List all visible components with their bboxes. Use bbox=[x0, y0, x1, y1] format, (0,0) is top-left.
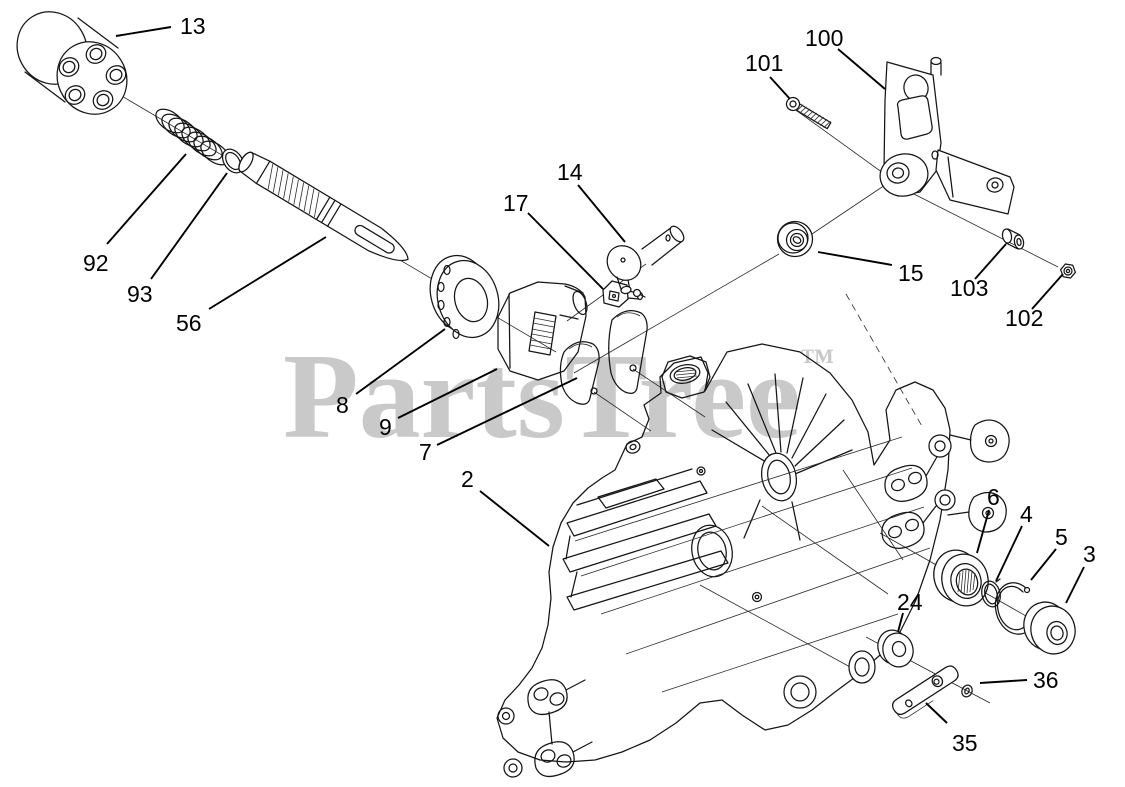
callout-4: 4 bbox=[1020, 501, 1033, 527]
callout-100: 100 bbox=[805, 25, 843, 51]
callout-17: 17 bbox=[503, 190, 529, 216]
callout-93: 93 bbox=[127, 281, 153, 307]
callout-2: 2 bbox=[461, 466, 474, 492]
part-103-spacer bbox=[1001, 228, 1025, 250]
part-24-washer bbox=[877, 629, 914, 668]
leader-5 bbox=[1030, 548, 1057, 581]
part-13-cylinder-block bbox=[16, 11, 128, 115]
callout-92: 92 bbox=[83, 250, 109, 276]
part-6-bearing bbox=[933, 549, 989, 607]
leader-17 bbox=[527, 212, 604, 290]
callout-24: 24 bbox=[897, 589, 923, 615]
leader-3 bbox=[1065, 566, 1085, 604]
leader-102 bbox=[1031, 273, 1064, 310]
callout-3: 3 bbox=[1083, 541, 1096, 567]
part-93-washer bbox=[221, 148, 245, 174]
leader-2 bbox=[479, 490, 550, 547]
part-14-trunnion-arm bbox=[606, 225, 685, 298]
leader-24 bbox=[897, 612, 904, 633]
callout-101: 101 bbox=[745, 50, 783, 76]
leader-6 bbox=[976, 509, 990, 554]
leader-4 bbox=[995, 525, 1023, 582]
callout-8: 8 bbox=[336, 392, 349, 418]
leader-8 bbox=[355, 328, 446, 395]
part-102-nut bbox=[1059, 263, 1077, 279]
callout-35: 35 bbox=[952, 730, 978, 756]
leader-15 bbox=[817, 251, 893, 266]
callout-6: 6 bbox=[987, 484, 1000, 510]
part-9-swashplate bbox=[497, 281, 588, 381]
leader-56 bbox=[208, 236, 327, 310]
callout-36: 36 bbox=[1033, 667, 1059, 693]
leader-103 bbox=[974, 243, 1007, 280]
part-8-thrust-bearing bbox=[429, 254, 500, 340]
leader-14 bbox=[577, 184, 626, 243]
leader-92 bbox=[106, 153, 187, 245]
leader-35 bbox=[925, 702, 948, 724]
callout-leader-lines bbox=[106, 26, 1085, 724]
leader-93 bbox=[150, 172, 228, 280]
callout-5: 5 bbox=[1055, 524, 1068, 550]
leader-36 bbox=[979, 679, 1028, 684]
part-7-thrust-plates bbox=[559, 310, 648, 405]
callout-14: 14 bbox=[557, 159, 583, 185]
leader-101 bbox=[769, 76, 791, 100]
watermark-text: PartsTree bbox=[283, 329, 801, 464]
callout-15: 15 bbox=[898, 260, 924, 286]
callout-103: 103 bbox=[950, 275, 988, 301]
part-15-seal bbox=[776, 220, 814, 258]
part-36-clip bbox=[961, 684, 973, 698]
callout-7: 7 bbox=[419, 439, 432, 465]
part-100-bracket bbox=[879, 56, 1015, 215]
leader-13 bbox=[115, 26, 172, 37]
part-56-pump-shaft bbox=[238, 151, 409, 262]
callout-9: 9 bbox=[379, 414, 392, 440]
callout-56: 56 bbox=[176, 310, 202, 336]
part-4-washer bbox=[981, 578, 1001, 608]
part-101-screw bbox=[785, 96, 832, 130]
callout-labels: 13 92 93 56 8 9 7 2 17 14 100 101 15 103… bbox=[83, 13, 1096, 756]
part-35-plate bbox=[891, 665, 959, 719]
leader-100 bbox=[837, 48, 886, 90]
callout-102: 102 bbox=[1005, 305, 1043, 331]
callout-13: 13 bbox=[180, 13, 206, 39]
part-3-seal bbox=[1023, 601, 1076, 655]
leader-7 bbox=[436, 377, 578, 446]
leader-9 bbox=[397, 368, 498, 419]
watermark-trademark: ™ bbox=[800, 343, 834, 380]
part-92-spring bbox=[155, 108, 230, 166]
